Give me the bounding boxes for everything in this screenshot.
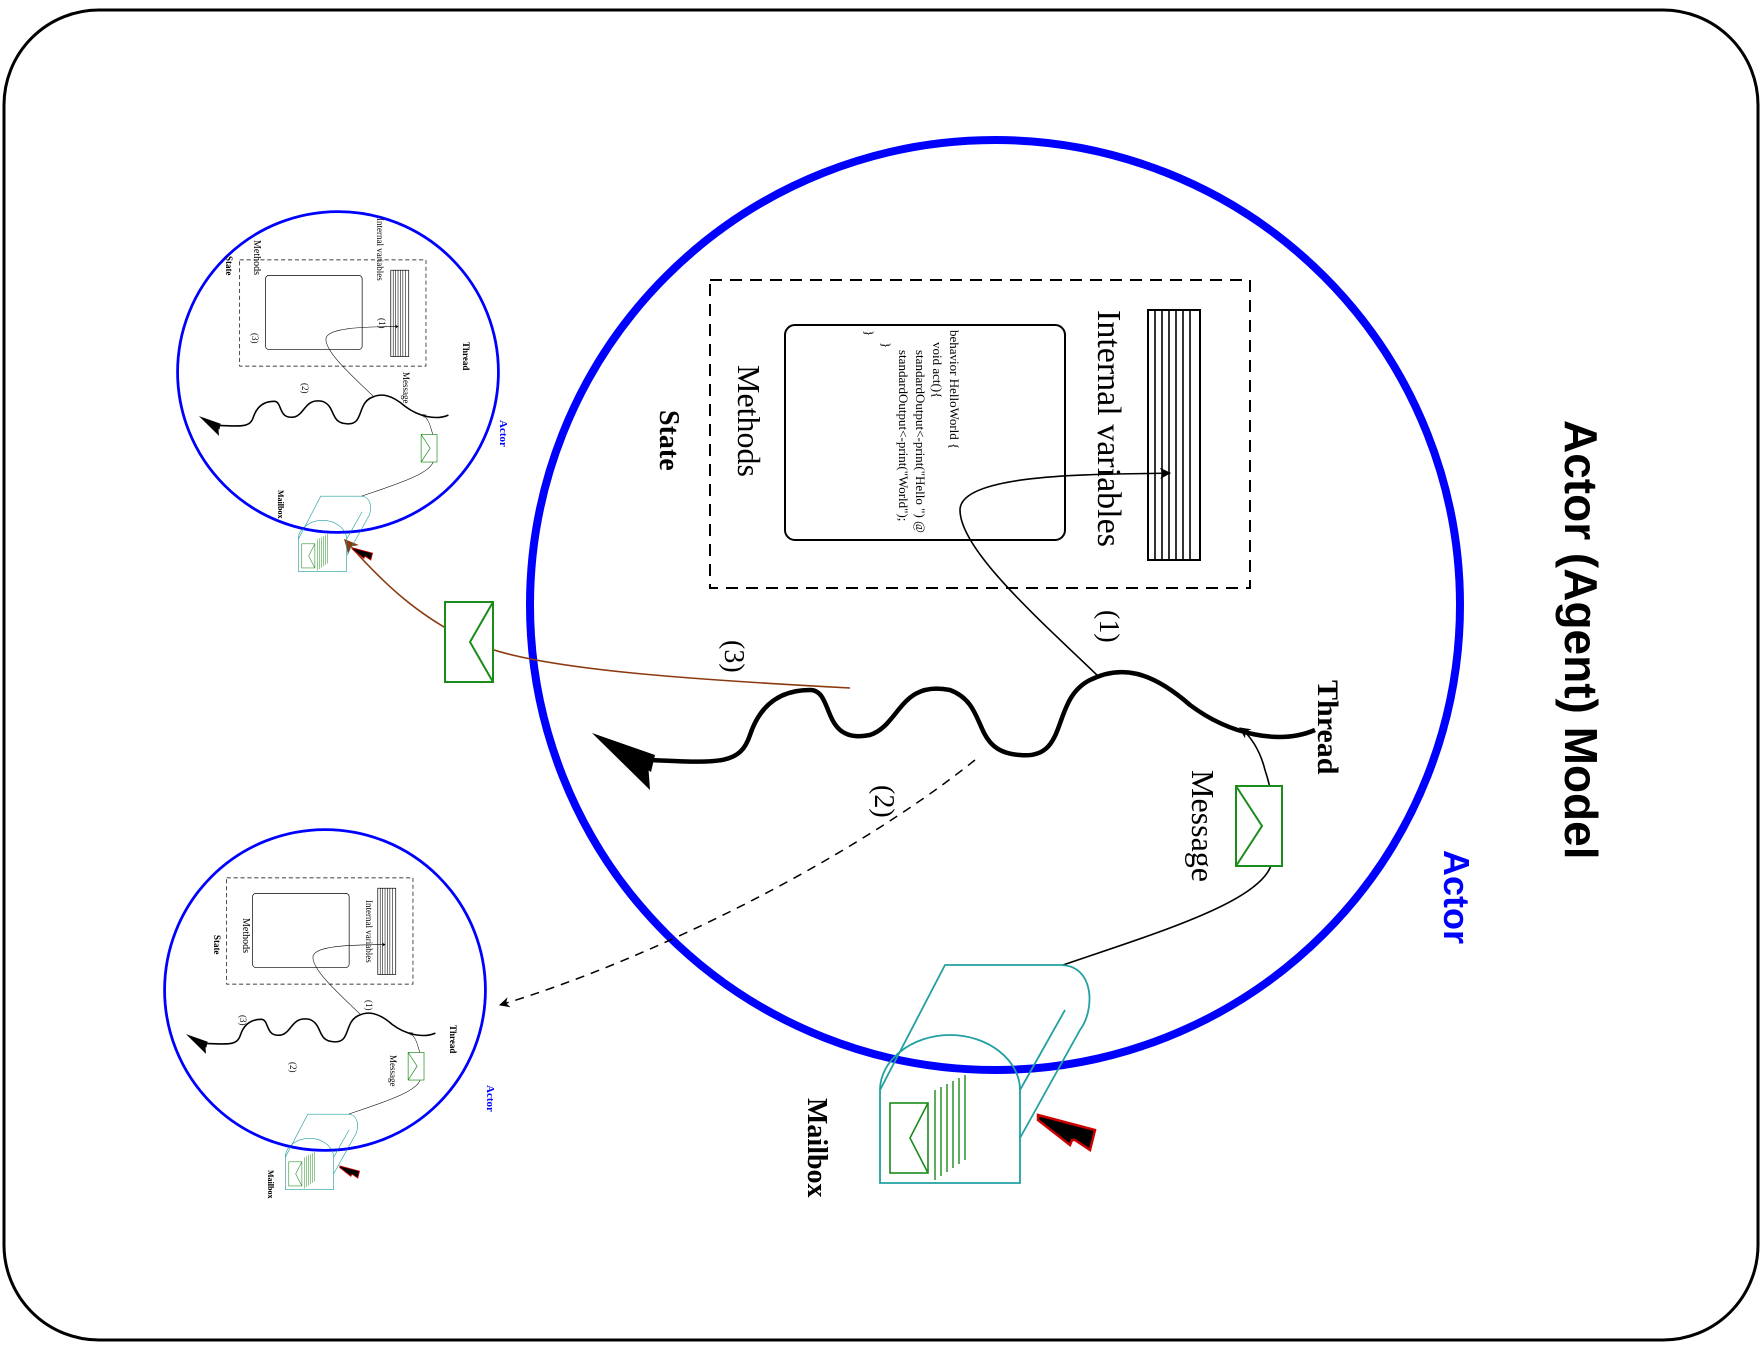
main-actor: Actor Internal variables Methods State b… xyxy=(530,140,1477,1198)
bottom-actor-label: Actor xyxy=(484,1085,496,1112)
bottom-internal-variables-label: Internal variables xyxy=(364,900,374,963)
top-message-label: Message xyxy=(401,372,411,404)
main-methods-label: Methods xyxy=(731,365,767,477)
step-3-send-arrow xyxy=(345,540,850,688)
main-internal-variables-label: Internal variables xyxy=(1090,310,1127,547)
main-mailbox-label: Mailbox xyxy=(801,1098,832,1198)
bottom-step-2-label: (2) xyxy=(288,1062,298,1073)
sent-message-envelope-icon xyxy=(445,602,493,682)
top-step-3-label: (3) xyxy=(250,333,260,344)
main-state-label: State xyxy=(653,410,684,471)
main-step-1-label: (1) xyxy=(1093,610,1124,643)
top-step-2-label: (2) xyxy=(300,383,310,394)
main-code-line-4: standardOutput<-print("World"); xyxy=(896,350,911,521)
bottom-step-3-label: (3) xyxy=(238,1015,248,1026)
bottom-message-label: Message xyxy=(388,1055,398,1087)
top-step-1-label: (1) xyxy=(377,318,387,329)
top-thread-label: Thread xyxy=(461,342,471,370)
main-step-3-label: (3) xyxy=(718,640,749,673)
main-thread-label: Thread xyxy=(1311,680,1344,775)
top-state-label: State xyxy=(224,256,234,276)
main-code-line-2: void act(){ xyxy=(930,342,945,398)
bottom-thread-label: Thread xyxy=(448,1025,458,1053)
main-message-label: Message xyxy=(1185,770,1221,882)
small-actor-top: Actor Internal variables Methods State T… xyxy=(178,212,509,572)
diagram-title: Actor (Agent) Model xyxy=(1555,420,1607,860)
bottom-step-1-label: (1) xyxy=(364,1000,374,1011)
bottom-state-label: State xyxy=(212,935,222,955)
bottom-mailbox-label: Mailbox xyxy=(266,1170,275,1198)
main-actor-label: Actor xyxy=(1436,850,1477,944)
main-step-2-label: (2) xyxy=(868,785,899,818)
top-internal-variables-label: Internal variables xyxy=(375,218,385,281)
top-methods-label: Methods xyxy=(251,240,262,275)
top-actor-label: Actor xyxy=(497,420,509,447)
main-code-line-1: behavior HelloWorld { xyxy=(947,330,962,449)
main-code-line-6: } xyxy=(862,330,877,336)
small-actor-bottom: Actor Internal variables Methods State T… xyxy=(165,830,496,1199)
top-mailbox-label: Mailbox xyxy=(276,490,285,518)
bottom-methods-label: Methods xyxy=(240,918,251,953)
main-code-line-5: } xyxy=(879,342,894,348)
main-code-line-3: standardOutput<-print("Hello ") @ xyxy=(913,350,928,533)
